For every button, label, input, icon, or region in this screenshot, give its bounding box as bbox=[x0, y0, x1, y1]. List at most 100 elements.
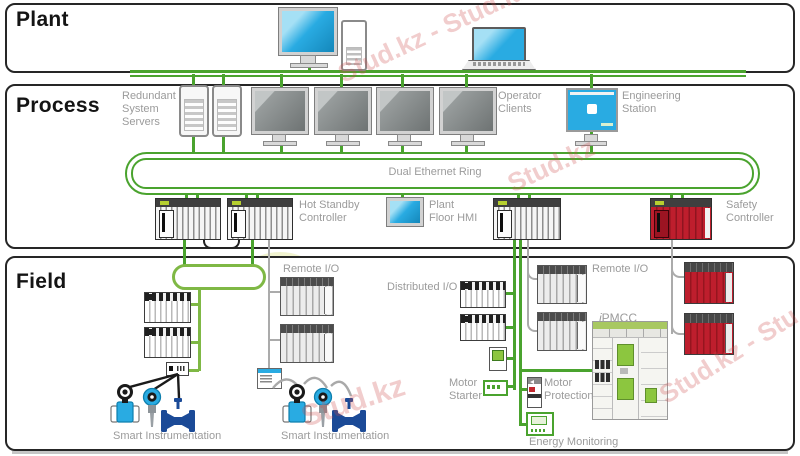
safety-remote-io-rack-2 bbox=[684, 313, 734, 355]
energy-display bbox=[531, 416, 547, 425]
controller-field-line-1 bbox=[513, 238, 516, 390]
motor-protection-device bbox=[527, 377, 542, 408]
operator-client-monitor-4 bbox=[439, 87, 497, 135]
operator-client-monitor-2 bbox=[314, 87, 372, 135]
breaker-block bbox=[595, 360, 610, 369]
process-title: Process bbox=[16, 94, 100, 117]
gateway-branch bbox=[186, 369, 199, 372]
remote-io-rack-left-2 bbox=[144, 327, 191, 358]
dio-branch bbox=[504, 292, 514, 295]
hsc2-field-line bbox=[251, 238, 254, 266]
tower-vents bbox=[346, 47, 362, 65]
redundant-server-2 bbox=[212, 85, 242, 137]
cabinet-divider bbox=[612, 337, 613, 419]
energy-branch bbox=[521, 423, 527, 426]
drive-screen bbox=[492, 350, 504, 361]
engineering-station-label: Engineering Station bbox=[622, 90, 681, 115]
plant-laptop-base bbox=[462, 60, 536, 70]
hsc-fieldbus-line bbox=[268, 238, 270, 368]
dual-ethernet-ring-outer bbox=[125, 152, 760, 195]
dual-ethernet-ring-inner bbox=[131, 158, 754, 189]
protection-branch bbox=[521, 388, 528, 391]
hot-standby-sync-cable bbox=[203, 238, 240, 249]
cabinet-right-cells bbox=[641, 337, 667, 419]
smart-instrumentation-left-label: Smart Instrumentation bbox=[113, 430, 222, 442]
fieldbus-junction-box bbox=[166, 362, 189, 376]
motor-protection-label: Motor Protection bbox=[544, 377, 594, 402]
plant-desktop-base bbox=[290, 63, 328, 68]
ipmcc-cabinet bbox=[592, 321, 668, 420]
energy-monitoring-device bbox=[526, 412, 554, 436]
cpu-module bbox=[497, 210, 512, 238]
safety-io-elbow bbox=[671, 264, 685, 278]
energy-leds bbox=[531, 429, 547, 432]
transmitter-icon bbox=[313, 387, 333, 428]
remote-io-rack-left-1 bbox=[144, 292, 191, 323]
plant-bus-line-2 bbox=[130, 74, 746, 77]
field-title: Field bbox=[16, 270, 67, 293]
junction-detail bbox=[169, 366, 173, 371]
ring-drop bbox=[256, 193, 259, 199]
valve-icon bbox=[332, 398, 366, 432]
hot-standby-label: Hot Standby Controller bbox=[299, 199, 360, 224]
junction-detail bbox=[177, 366, 186, 371]
starter-detail bbox=[487, 385, 500, 389]
safety-fieldbus-line bbox=[671, 238, 673, 334]
ipmcc-feed-line bbox=[521, 369, 593, 372]
plant-title: Plant bbox=[16, 8, 69, 31]
remote-io-elbow bbox=[527, 268, 539, 280]
distributed-io-rack-2 bbox=[460, 314, 506, 341]
drive-device bbox=[489, 347, 507, 371]
remote-io-right-label: Remote I/O bbox=[592, 263, 649, 275]
dio-branch bbox=[504, 326, 514, 329]
monitor-base bbox=[388, 141, 422, 146]
plant-bus-line-1 bbox=[130, 70, 746, 73]
valve-icon bbox=[161, 398, 195, 432]
safety-io-elbow bbox=[671, 320, 685, 335]
protection-red bbox=[529, 387, 535, 392]
drawer-module-green bbox=[617, 344, 634, 366]
monitor-base bbox=[263, 141, 297, 146]
monitor-base bbox=[451, 141, 485, 146]
ring-drop bbox=[670, 193, 673, 199]
drawer-module-green bbox=[617, 378, 634, 400]
process-controller-rack bbox=[493, 198, 561, 240]
protection-dark bbox=[528, 394, 541, 398]
screen-menubar bbox=[570, 92, 614, 95]
remote-io-rack-mid-2 bbox=[280, 324, 334, 363]
monitor-base bbox=[326, 141, 360, 146]
cabinet-divider bbox=[638, 337, 639, 419]
remote-io-branch bbox=[268, 291, 281, 293]
smart-instrumentation-mid-label: Smart Instrumentation bbox=[281, 430, 390, 442]
motor-starter-device bbox=[483, 380, 508, 396]
ring-drop bbox=[245, 193, 248, 199]
rack-led bbox=[498, 201, 507, 205]
starter-branch bbox=[505, 385, 514, 388]
ring-drop bbox=[517, 193, 520, 199]
redundant-server-1 bbox=[179, 85, 209, 137]
fieldbus-gateway bbox=[257, 368, 282, 389]
cpu-module bbox=[159, 210, 174, 238]
laptop-keys bbox=[473, 62, 525, 66]
ring-drop bbox=[185, 193, 188, 199]
ring-drop bbox=[681, 193, 684, 199]
drawer-knob bbox=[620, 368, 628, 374]
ring-drop bbox=[528, 193, 531, 199]
controller-field-line-2 bbox=[519, 238, 522, 426]
safety-remote-io-rack-1 bbox=[684, 262, 734, 304]
remote-io-rack-right-2 bbox=[537, 312, 587, 351]
arrow-detail bbox=[530, 379, 534, 384]
distributed-io-label: Distributed I/O bbox=[387, 281, 458, 293]
cpu-module bbox=[654, 210, 669, 238]
rack-led bbox=[655, 201, 664, 205]
flowmeter-icon bbox=[110, 383, 140, 423]
instruments-layer bbox=[110, 372, 366, 432]
drive-branch bbox=[505, 357, 514, 360]
cpu-module bbox=[231, 210, 246, 238]
hsc1-field-line bbox=[183, 238, 186, 266]
plant-floor-hmi bbox=[386, 197, 424, 227]
flowmeter-icon bbox=[282, 383, 312, 423]
energy-monitoring-label: Energy Monitoring bbox=[529, 436, 619, 448]
plant-desktop-monitor bbox=[278, 7, 338, 56]
hot-standby-rack-1 bbox=[155, 198, 221, 240]
